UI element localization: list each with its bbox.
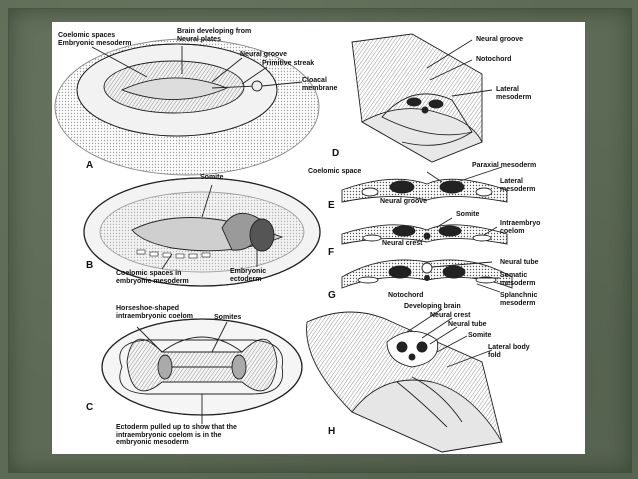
panel-d-drawing <box>351 33 493 163</box>
panel-g-drawing <box>341 259 513 293</box>
label-somite-h: Somite <box>468 332 492 339</box>
panel-label-g: G <box>328 290 336 301</box>
label-lateral-mesoderm-d: Lateral mesoderm <box>496 86 532 101</box>
label-paraxial-mesoderm: Paraxial mesoderm <box>472 162 537 169</box>
label-brain-developing: Brain developing from Neural plates <box>177 28 252 43</box>
label-horseshoe: Horseshoe-shaped intraembryonic coelom <box>116 305 194 320</box>
label-neural-groove-d: Neural groove <box>476 36 524 43</box>
panel-b-drawing <box>83 177 321 287</box>
panel-a-drawing <box>54 38 320 176</box>
label-somites-c: Somites <box>214 314 242 321</box>
panel-f-drawing <box>341 217 508 245</box>
panel-label-c: C <box>86 402 94 413</box>
slide: Coelomic spaces Embryonic mesoderm Brain… <box>52 22 585 454</box>
label-cloacal-membrane: Cloacal membrane <box>302 77 338 92</box>
label-embryonic-ectoderm: Embryonic ectoderm <box>230 268 267 283</box>
label-intraembryo-coelom: Intraembryo coelom <box>500 220 541 235</box>
label-somatic-mesoderm: Somatic mesoderm <box>500 272 536 287</box>
label-coelomic-spaces: Coelomic spaces <box>58 32 116 39</box>
label-lateral-mesoderm-e: Lateral mesoderm <box>500 178 536 193</box>
slide-frame <box>8 8 632 473</box>
label-somite-e: Somite <box>456 211 480 218</box>
label-neural-groove-e: Neural groove <box>380 198 428 205</box>
label-primitive-streak: Primitive streak <box>262 60 315 67</box>
label-coelomic-spaces-b: Coelomic spaces in embryonic mesoderm <box>116 270 189 285</box>
label-notochord-g: Notochord <box>388 292 424 299</box>
label-somite-b: Somite <box>200 174 224 181</box>
label-neural-groove-a: Neural groove <box>240 51 288 58</box>
embryo-illustration <box>54 33 513 453</box>
panel-label-b: B <box>86 260 94 271</box>
label-notochord-d: Notochord <box>476 56 512 63</box>
panel-label-h: H <box>328 426 336 437</box>
label-neural-crest-h: Neural crest <box>430 312 471 319</box>
label-ectoderm-note: Ectoderm pulled up to show that the intr… <box>116 424 237 446</box>
panel-e-drawing <box>341 166 508 203</box>
panel-label-d: D <box>332 148 340 159</box>
panel-label-e: E <box>328 200 335 211</box>
label-embryonic-mesoderm: Embryonic mesoderm <box>58 40 132 47</box>
panel-label-f: F <box>328 247 335 258</box>
label-neural-tube-h: Neural tube <box>448 321 487 328</box>
label-developing-brain: Developing brain <box>404 303 461 310</box>
label-lateral-body-fold: Lateral body fold <box>488 344 530 359</box>
label-neural-crest-f: Neural crest <box>382 240 423 247</box>
panel-label-a: A <box>86 160 94 171</box>
panel-c-drawing <box>101 318 303 424</box>
label-neural-tube-g: Neural tube <box>500 259 539 266</box>
panel-h-drawing <box>306 308 503 453</box>
label-coelomic-space: Coelomic space <box>308 168 362 175</box>
label-splanchnic-mesoderm: Splanchnic mesoderm <box>500 292 538 307</box>
